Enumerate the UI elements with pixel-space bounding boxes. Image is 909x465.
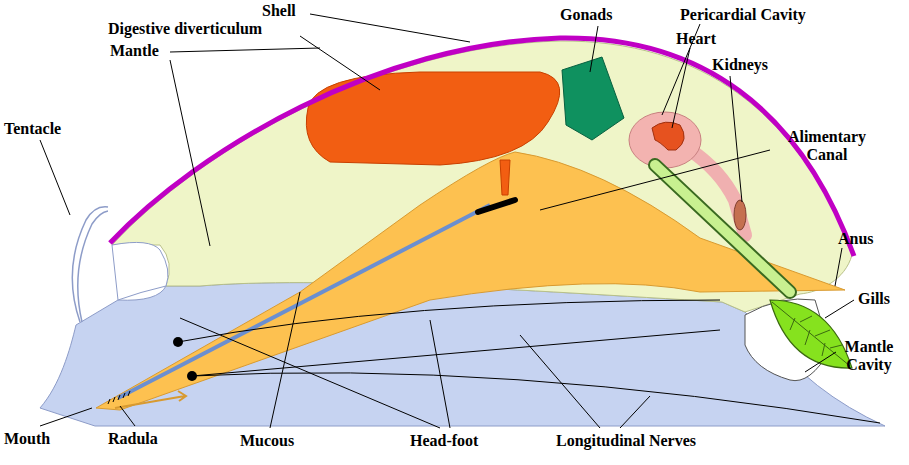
part-label: Shell [262, 2, 296, 20]
part-label: Longitudinal Nerves [556, 432, 696, 450]
radula-teeth [108, 391, 130, 404]
stomach-style [478, 200, 515, 212]
part-label: Pericardial Cavity [680, 6, 806, 24]
gill-shape [770, 300, 852, 368]
gonad-shape [562, 57, 624, 140]
gill-veins [772, 302, 850, 366]
part-label: Heart [676, 30, 716, 48]
heart-shape [652, 122, 684, 150]
leader-lines [40, 14, 854, 428]
part-label: Digestive diverticulum [108, 20, 262, 38]
shell-shape [110, 38, 854, 256]
oesophagus-tube [118, 205, 490, 398]
part-label: Radula [108, 430, 158, 448]
part-label: Mucous [240, 432, 294, 450]
part-label: Gills [858, 290, 890, 308]
part-label: Alimentary Canal [772, 128, 882, 164]
part-label: Mantle [110, 42, 159, 60]
part-label: Head-foot [410, 432, 478, 450]
part-label: Mantle Cavity [833, 338, 905, 374]
part-label: Mouth [4, 430, 50, 448]
rectum-tube [655, 165, 790, 292]
part-label: Tentacle [4, 120, 61, 138]
part-label: Gonads [560, 6, 612, 24]
tentacle-shape [72, 207, 108, 322]
part-label: Anus [838, 230, 874, 248]
mantle-edge [112, 242, 168, 300]
kidney-shape [734, 200, 746, 230]
digestive-gland-shape [306, 72, 559, 195]
part-label: Kidneys [712, 56, 768, 74]
rectum-tube [655, 165, 790, 292]
pericardial-shape [629, 112, 701, 168]
radula-arrow [115, 391, 186, 408]
